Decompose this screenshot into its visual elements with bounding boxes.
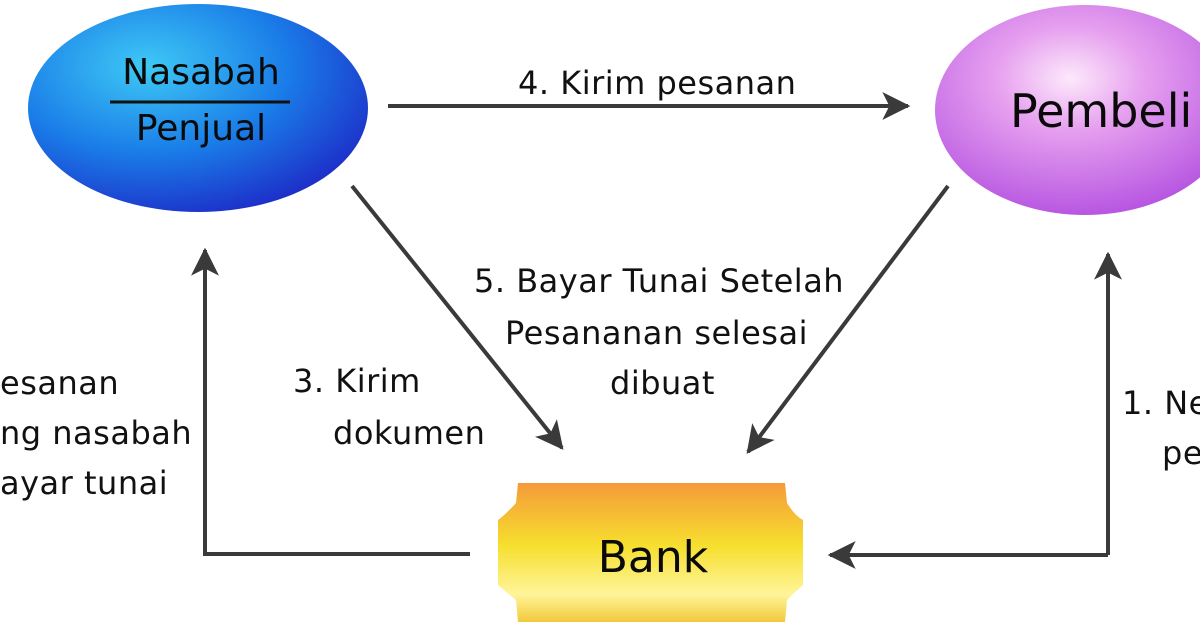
- label-step1-line1: 1. Ne: [1122, 384, 1200, 422]
- label-step5-line1: 5. Bayar Tunai Setelah: [474, 262, 845, 300]
- pembeli-label: Pembeli: [1010, 84, 1193, 138]
- label-step5-line2: Pesananan selesai: [505, 314, 808, 352]
- arrow-step3: [350, 184, 564, 450]
- nasabah-penjual-node: [28, 4, 368, 212]
- label-step2-line1: esanan: [0, 364, 120, 402]
- arrow-step2: [191, 247, 470, 556]
- label-step2-line2: ng nasabah: [0, 414, 193, 452]
- label-step3-line1: 3. Kirim: [293, 362, 421, 400]
- nasabah-label: Nasabah: [122, 52, 280, 93]
- arrow-step5: [746, 184, 950, 454]
- label-step4: 4. Kirim pesanan: [518, 64, 797, 102]
- label-step1-line2: pe: [1162, 434, 1200, 472]
- label-step2-line3: ayar tunai: [0, 464, 169, 502]
- label-step5-line3: dibuat: [610, 364, 715, 402]
- bank-label: Bank: [597, 532, 709, 583]
- penjual-label: Penjual: [135, 108, 267, 149]
- bank-node: [498, 483, 803, 622]
- label-step3-line2: dokumen: [333, 414, 486, 452]
- pembeli-node: [935, 5, 1200, 215]
